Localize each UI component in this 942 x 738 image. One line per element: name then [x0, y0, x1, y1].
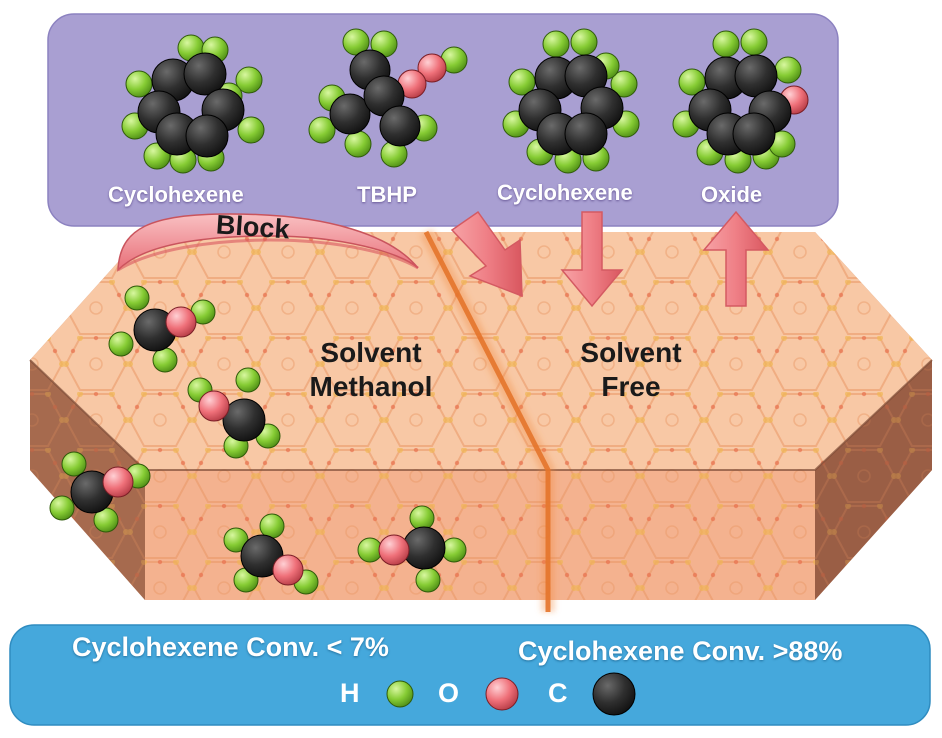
legend-c-label: C — [548, 678, 568, 708]
label-tbhp: TBHP — [357, 182, 417, 207]
legend-h-label: H — [340, 678, 360, 708]
zone-left-label: Solvent Methanol — [296, 336, 446, 404]
zone-right-line2: Free — [601, 371, 661, 402]
legend-o-label: O — [438, 678, 460, 708]
methanol-molecule-4 — [223, 513, 319, 595]
zone-left-line2: Methanol — [309, 371, 433, 402]
label-oxide: Oxide — [701, 182, 763, 207]
arrow-cyclohexene-in — [560, 211, 624, 308]
label-block: Block — [215, 209, 291, 245]
legend-oxygen-atom — [485, 677, 519, 711]
cyclohexene-molecule-1 — [121, 34, 265, 174]
crystal-slab — [29, 232, 933, 600]
methanol-molecule-1 — [108, 285, 216, 373]
methanol-molecule-3 — [49, 451, 151, 533]
arrow-oxide-out — [702, 210, 770, 307]
legend-hydrogen-atom — [386, 680, 414, 708]
methanol-molecule-5 — [357, 505, 467, 593]
legend-carbon-atom — [592, 672, 636, 716]
conversion-right: Cyclohexene Conv. >88% — [518, 636, 843, 666]
tbhp-molecule — [308, 28, 468, 168]
conversion-panel — [9, 624, 931, 726]
oxide-molecule — [672, 28, 809, 174]
divider-line — [419, 228, 555, 612]
conversion-left: Cyclohexene Conv. < 7% — [72, 632, 389, 662]
zone-right-label: Solvent Free — [556, 336, 706, 404]
zone-left-line1: Solvent — [320, 337, 422, 368]
label-cyclohexene-2: Cyclohexene — [497, 180, 633, 205]
cyclohexene-molecule-2 — [502, 28, 640, 174]
label-cyclohexene-1: Cyclohexene — [108, 182, 244, 207]
methanol-molecule-2 — [187, 367, 281, 459]
arrow-tbhp-in — [450, 210, 523, 298]
zone-right-line1: Solvent — [580, 337, 682, 368]
